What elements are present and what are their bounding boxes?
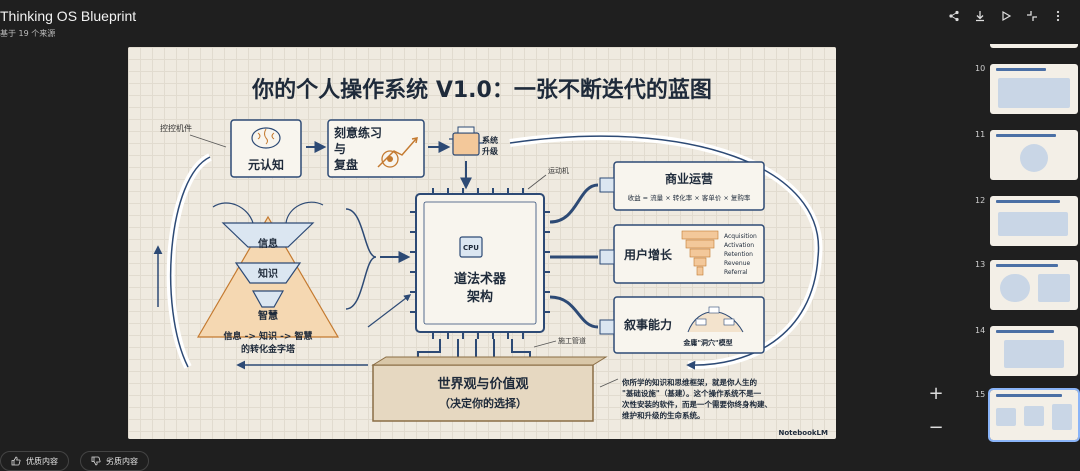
thumbnail-number: 10 (975, 64, 986, 73)
engine-icon (449, 126, 484, 156)
core-label-1: 道法术器 (454, 271, 507, 287)
business-formula: 收益 = 流量 × 转化率 × 客单价 × 复购率 (628, 193, 751, 202)
funnel-stage-3: Retention (724, 251, 753, 258)
funnel-stage-1: Acquisition (724, 233, 757, 240)
thumbnail-preview (990, 64, 1078, 114)
pyramid-knowledge-label: 知识 (257, 267, 278, 280)
note-line-2: "基础设施"（基建）。这个操作系统不是一 (622, 388, 762, 398)
cpu-icon (459, 236, 483, 258)
motor-label: 运动机 (548, 166, 569, 175)
practice-label-3: 复盘 (333, 157, 358, 172)
thumbs-up-icon (11, 456, 21, 466)
thumbnail-preview (990, 196, 1078, 246)
pyramid-funnel (196, 201, 340, 338)
more-vert-icon[interactable] (1050, 8, 1066, 24)
connector-business (549, 183, 599, 224)
business-box (613, 161, 765, 211)
good-content-label: 优质内容 (26, 456, 58, 466)
metacognition-label: 元认知 (248, 157, 284, 172)
funnel-icon (681, 230, 719, 276)
good-content-button[interactable]: 优质内容 (0, 451, 69, 471)
thumbnail-panel: 10 11 12 13 (966, 44, 1080, 444)
brain-icon (251, 127, 281, 149)
core-label-2: 架构 (466, 289, 493, 305)
thumbnail-number: 12 (975, 196, 986, 205)
practice-box (327, 119, 425, 178)
brace-arrow (345, 208, 377, 310)
thumbnail-preview (988, 388, 1080, 442)
chip-pins (410, 188, 550, 339)
funnel-stage-2: Activation (724, 242, 754, 249)
bad-content-button[interactable]: 劣质内容 (80, 451, 149, 471)
thumbnail-number: 14 (975, 326, 986, 335)
story-diagram-icon (687, 306, 744, 333)
thumbnail-number: 11 (975, 130, 986, 139)
notebooklm-logo: NotebookLM (779, 429, 829, 437)
thumbnail-preview (990, 260, 1078, 310)
download-icon[interactable] (972, 8, 988, 24)
pipe-label: 施工管道 (558, 336, 586, 345)
thumbnail-number: 13 (975, 260, 986, 269)
connector-story (549, 295, 599, 329)
upgrade-label-2: 升级 (482, 146, 499, 156)
practice-label-2: 与 (334, 142, 346, 156)
slide-title: 你的个人操作系统 V1.0：一张不断迭代的蓝图 (251, 77, 712, 103)
foundation-label-2: （决定你的选择） (439, 396, 527, 410)
zoom-controls: + − (925, 382, 947, 438)
note-line-4: 维护和升级的生命系统。 (622, 410, 705, 420)
play-icon[interactable] (998, 8, 1014, 24)
document-title: Thinking OS Blueprint (0, 8, 137, 24)
thumbnail-number: 15 (975, 390, 986, 399)
story-caption: 金庸"洞穴"模型 (682, 338, 732, 347)
pyramid-caption-1: 信息 -> 知识 -> 智慧 (223, 330, 312, 342)
gear-chart-icon (377, 137, 418, 168)
growth-title: 用户增长 (623, 247, 673, 262)
thumbs-down-icon (91, 456, 101, 466)
core-chip (415, 193, 545, 333)
control-label: 控控机件 (160, 123, 192, 133)
foundation-label-1: 世界观与价值观 (437, 376, 528, 392)
pyramid-info-label: 信息 (258, 237, 278, 250)
slide-illustration: 你的个人操作系统 V1.0：一张不断迭代的蓝图 控控机件 元认知 刻意练习 与 (153, 77, 829, 437)
foundation-block (372, 364, 594, 422)
pyramid-wisdom-label: 智慧 (258, 309, 278, 322)
share-icon[interactable] (946, 8, 962, 24)
upgrade-label-1: 系统 (482, 135, 498, 145)
feedback-bar: 优质内容 劣质内容 (0, 448, 1080, 471)
top-toolbar (946, 8, 1066, 24)
current-slide: 你的个人操作系统 V1.0：一张不断迭代的蓝图 控控机件 元认知 刻意练习 与 (128, 47, 836, 439)
practice-label-1: 刻意练习 (334, 125, 382, 140)
zoom-out-button[interactable]: − (928, 416, 944, 438)
note-line-1: 你所学的知识和思维框架，就是你人生的 (621, 377, 757, 387)
bad-content-label: 劣质内容 (106, 456, 138, 466)
thumbnail-preview (990, 130, 1078, 180)
collapse-icon[interactable] (1024, 8, 1040, 24)
funnel-stage-4: Revenue (724, 260, 750, 267)
pyramid-caption-2: 的转化金字塔 (241, 343, 296, 355)
funnel-stage-5: Referral (724, 269, 748, 276)
story-title: 叙事能力 (623, 317, 672, 332)
zoom-in-button[interactable]: + (928, 382, 944, 404)
cpu-label: CPU (463, 244, 479, 252)
thumbnail-preview (990, 326, 1078, 376)
note-line-3: 次性安装的软件，而是一个需要你终身构建、 (622, 399, 772, 409)
source-count: 基于 19 个来源 (0, 29, 56, 38)
business-title: 商业运营 (665, 171, 713, 186)
